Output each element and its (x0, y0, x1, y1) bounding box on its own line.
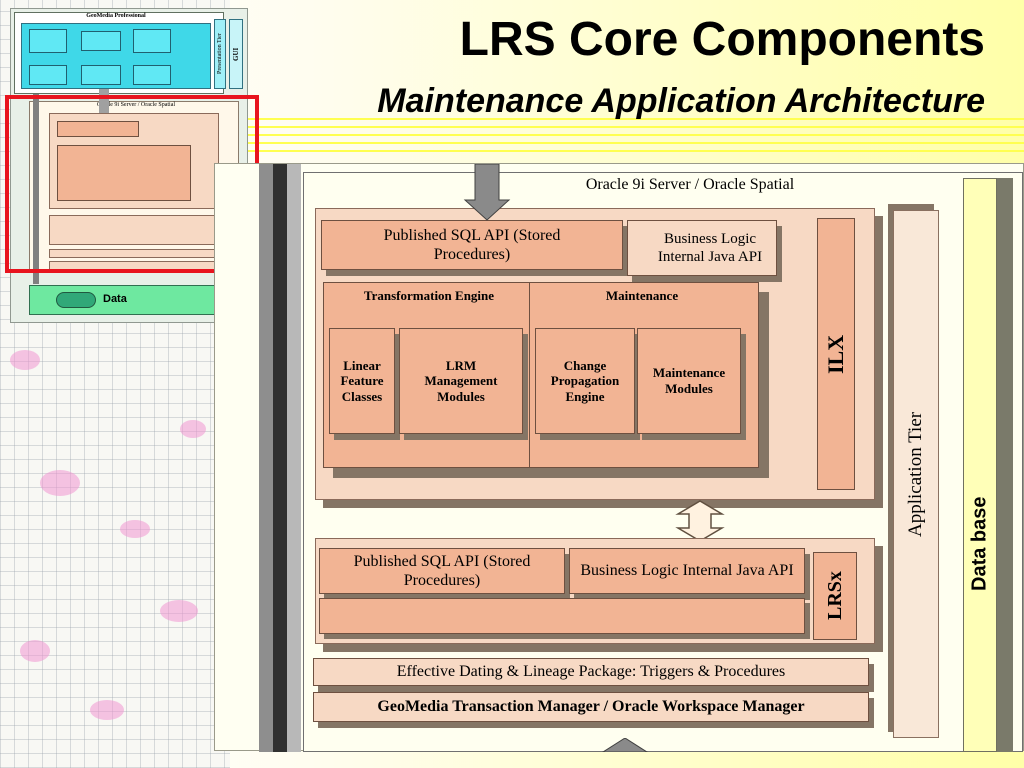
linear-feature-classes: Linear Feature Classes (329, 328, 395, 434)
map-highlight (40, 470, 80, 496)
title-stripe (0, 142, 1024, 144)
transaction-manager: GeoMedia Transaction Manager / Oracle Wo… (313, 692, 869, 722)
thumbnail-presentation-tier: Presentation Tier (214, 19, 226, 89)
connector-bar (273, 164, 287, 752)
lower-sql-api: Published SQL API (Stored Procedures) (319, 548, 565, 594)
title-stripe (0, 118, 1024, 120)
server-title: Oracle 9i Server / Oracle Spatial (585, 176, 795, 193)
database-cylinder-icon (56, 292, 96, 308)
map-highlight (90, 700, 124, 720)
upper-sql-api: Published SQL API (Stored Procedures) (321, 220, 623, 270)
thumbnail-component (81, 65, 121, 85)
change-propagation-engine: Change Propagation Engine (535, 328, 635, 434)
map-highlight (180, 420, 206, 438)
maintenance-divider (529, 282, 530, 468)
effective-dating-package: Effective Dating & Lineage Package: Trig… (313, 658, 869, 686)
up-down-arrow-icon (675, 500, 725, 542)
map-highlight (120, 520, 150, 538)
slide-title: LRS Core Components (459, 13, 985, 66)
thumbnail-module (57, 121, 139, 137)
thumbnail-server-title: Oracle 9i Server / Oracle Spatial (96, 102, 176, 108)
thumbnail-component (133, 29, 171, 53)
thumbnail-lower-panel (49, 215, 219, 245)
transformation-engine-label: Transformation Engine (363, 288, 495, 303)
ilx-box: ILX (817, 218, 855, 490)
database-label: Data base (968, 496, 991, 592)
diagram-canvas: Oracle 9i Server / Oracle Spatial Data b… (214, 163, 1024, 752)
upper-business-logic: Business Logic Internal Java API (627, 220, 777, 276)
connector-bar (287, 164, 301, 752)
thumbnail-connector (99, 89, 109, 113)
connector-bar (259, 164, 273, 752)
thumbnail-top-title: GeoMedia Professional (86, 13, 146, 19)
thumbnail-gui: GUI (229, 19, 243, 89)
thumbnail-component (29, 65, 67, 85)
lower-logic-body (319, 598, 805, 634)
maintenance-modules: Maintenance Modules (637, 328, 741, 434)
up-arrow-icon (602, 738, 648, 752)
lrm-management-modules: LRM Management Modules (399, 328, 523, 434)
database-tier (963, 178, 997, 752)
thumbnail-connector (33, 94, 39, 284)
database-tier-shadow (997, 178, 1013, 752)
application-tier: Application Tier (893, 210, 939, 738)
map-highlight (10, 350, 40, 370)
thumbnail-data-label: Data (103, 293, 127, 305)
slide-subtitle: Maintenance Application Architecture (377, 82, 985, 120)
maintenance-label: Maintenance (605, 288, 679, 303)
title-stripe (0, 150, 1024, 152)
down-arrow-icon (463, 164, 511, 221)
lower-business-logic: Business Logic Internal Java API (569, 548, 805, 594)
thumbnail-component (133, 65, 171, 85)
map-highlight (20, 640, 50, 662)
thumbnail-component (81, 31, 121, 51)
thumbnail-module (57, 145, 191, 201)
thumbnail-component (29, 29, 67, 53)
map-highlight (160, 600, 198, 622)
title-stripe (0, 126, 1024, 128)
title-stripe (0, 134, 1024, 136)
lrsx-box: LRSx (813, 552, 857, 640)
